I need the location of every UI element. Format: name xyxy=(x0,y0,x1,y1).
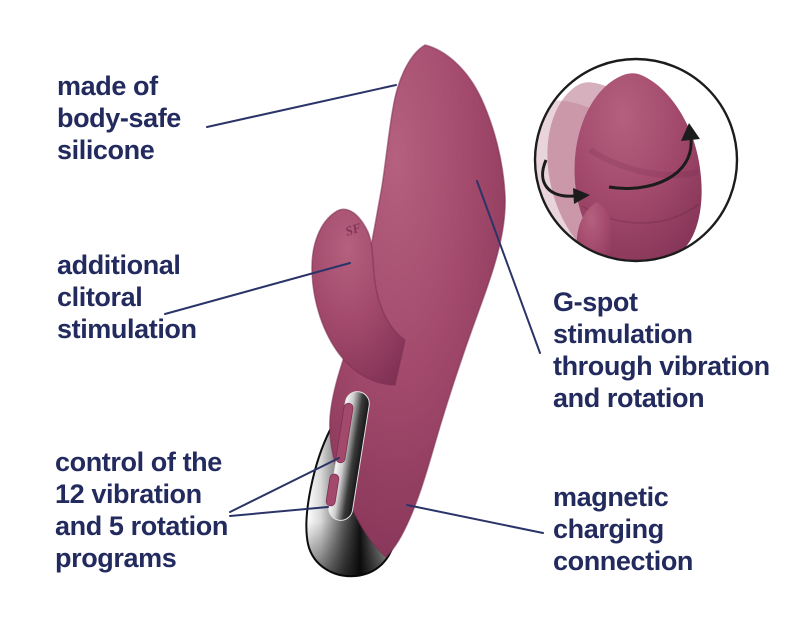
clitoral-arm xyxy=(311,208,406,386)
brand-logo: SF xyxy=(343,220,363,239)
leader-gspot xyxy=(476,180,541,354)
rotation-arrowhead-right xyxy=(681,123,700,141)
rotation-arrow-left xyxy=(541,159,575,198)
rotation-button xyxy=(325,473,340,507)
label-clitoral-stimulation: additional clitoral stimulation xyxy=(57,250,197,344)
leader-clitoral xyxy=(164,262,351,315)
inset-circle-border xyxy=(533,57,739,263)
vibration-button xyxy=(335,402,354,464)
leader-charging xyxy=(406,504,544,534)
leader-lines xyxy=(164,84,544,534)
rotation-arrowhead-left xyxy=(573,188,590,204)
shaft-texture-line xyxy=(588,147,699,179)
rotation-arrows xyxy=(541,123,700,204)
main-shaft xyxy=(329,44,506,559)
label-magnetic-charging: magnetic charging connection xyxy=(553,482,694,576)
leader-silicone xyxy=(206,84,397,128)
leader-programs-lower xyxy=(229,506,329,517)
leader-programs-upper xyxy=(229,457,340,513)
label-body-safe-silicone: made of body-safe silicone xyxy=(57,71,181,165)
label-vibration-rotation-programs: control of the 12 vibration and 5 rotati… xyxy=(55,447,228,573)
label-gspot-stimulation: G-spot stimulation through vibration and… xyxy=(553,287,770,413)
rotation-inset xyxy=(533,57,739,263)
control-panel xyxy=(325,391,370,521)
rotation-arrow-right xyxy=(608,138,693,190)
